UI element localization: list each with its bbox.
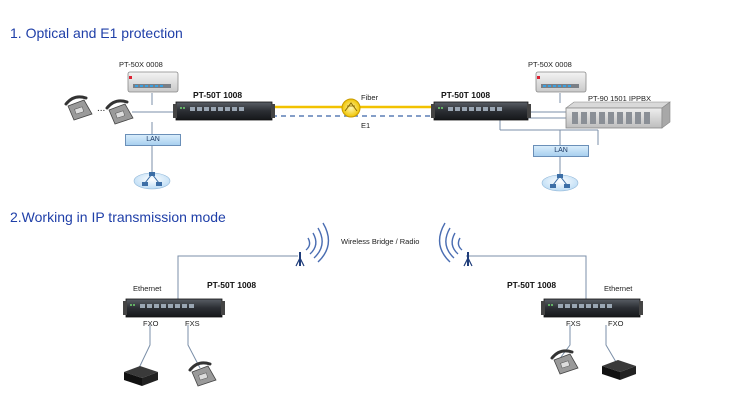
right-fxo-gateway-icon — [602, 360, 636, 380]
ippbx-device — [565, 101, 671, 129]
right-gateway-label: PT-50X 0008 — [528, 60, 572, 69]
wireless-bridge-label: Wireless Bridge / Radio — [341, 237, 420, 246]
right-ethernet-label: Ethernet — [604, 284, 633, 293]
diagram1-links — [132, 93, 599, 175]
right-ip-device-label: PT-50T 1008 — [507, 280, 557, 290]
diagram2-links — [138, 255, 617, 369]
left-antenna-icon — [295, 222, 330, 267]
right-ip-rack-device — [541, 298, 643, 318]
left-fxo-label: FXO — [143, 319, 159, 328]
ippbx-label: PT-90 1501 IPPBX — [588, 94, 651, 103]
left-rack-device — [173, 101, 275, 121]
left-device-label: PT-50T 1008 — [193, 90, 243, 100]
section-title-ip: 2.Working in IP transmission mode — [10, 209, 226, 225]
right-device-label: PT-50T 1008 — [441, 90, 491, 100]
left-ip-device-label: PT-50T 1008 — [207, 280, 257, 290]
fiber-junction-icon — [341, 98, 361, 118]
section-title-optical: 1. Optical and E1 protection — [10, 25, 183, 41]
right-lan-label: LAN — [533, 145, 589, 157]
left-ethernet-label: Ethernet — [133, 284, 162, 293]
phone-icon — [188, 361, 217, 387]
left-lan-label: LAN — [125, 134, 181, 146]
left-fxs-label: FXS — [185, 319, 200, 328]
right-network-icon — [541, 174, 579, 192]
left-gateway-label: PT-50X 0008 — [119, 60, 163, 69]
e1-label: E1 — [361, 121, 371, 130]
left-gateway-device — [127, 71, 179, 93]
right-fxs-label: FXS — [566, 319, 581, 328]
ellipsis-label: ... — [97, 103, 106, 114]
phone-icon — [550, 349, 579, 375]
fiber-label: Fiber — [361, 93, 379, 102]
right-fxo-label: FXO — [608, 319, 624, 328]
phone-icon — [64, 95, 93, 121]
left-ip-rack-device — [123, 298, 225, 318]
left-network-icon — [133, 172, 171, 190]
right-rack-device — [431, 101, 531, 121]
right-gateway-device — [535, 71, 587, 93]
right-antenna-icon — [438, 222, 473, 267]
phone-icon — [105, 99, 134, 125]
left-fxo-gateway-icon — [124, 366, 158, 386]
